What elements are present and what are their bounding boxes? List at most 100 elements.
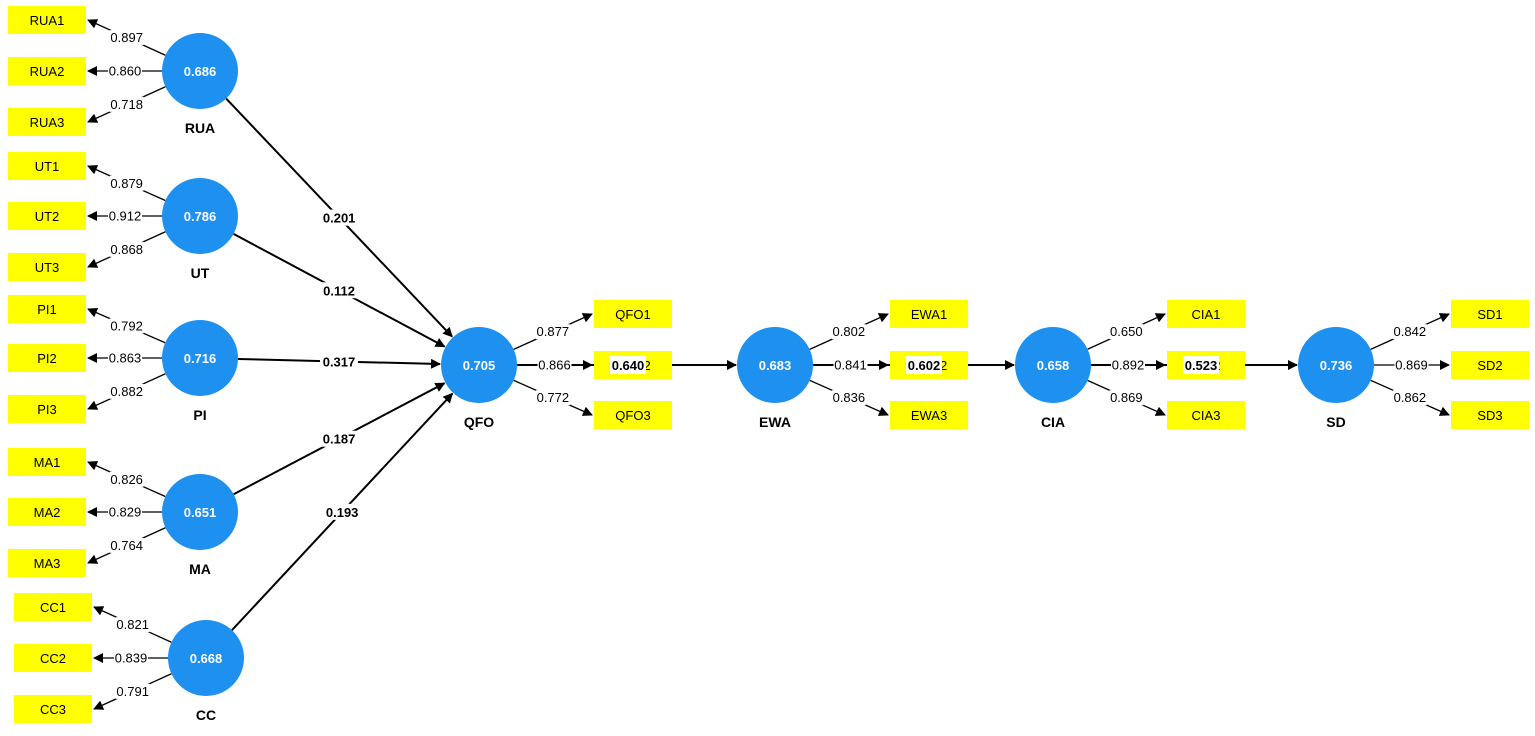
loading-value-ewa1: 0.802	[833, 324, 866, 339]
overlay-bg	[610, 356, 646, 374]
loading-label-bg	[115, 683, 150, 699]
construct-label-ut: UT	[191, 265, 210, 281]
construct-node-sd	[1298, 327, 1374, 403]
loading-label-bg	[108, 504, 142, 520]
loading-label-bg	[108, 63, 142, 79]
loading-label-bg	[109, 96, 144, 112]
indicator-box-rua2	[8, 57, 86, 85]
construct-node-qfo	[441, 327, 517, 403]
loading-label-bg	[831, 390, 866, 406]
loading-value-sd2: 0.869	[1395, 358, 1428, 373]
loading-value-rua1: 0.897	[110, 30, 143, 45]
indicator-label-ut2: UT2	[35, 209, 60, 224]
loading-value-pi3: 0.882	[110, 384, 143, 399]
path-coef-bg	[320, 353, 359, 370]
indicator-box-ut3	[8, 253, 86, 281]
loading-label-bg	[1392, 390, 1427, 406]
loading-value-ma2: 0.829	[109, 505, 142, 520]
indicator-label-ut1: UT1	[35, 159, 60, 174]
loading-value-cc3: 0.791	[116, 684, 149, 699]
indicator-label-sd2: SD2	[1477, 358, 1502, 373]
loading-value-sd1: 0.842	[1394, 324, 1427, 339]
construct-label-ma: MA	[189, 561, 211, 577]
indicator-box-pi3	[8, 395, 86, 423]
loading-value-qfo2: 0.866	[538, 358, 571, 373]
indicator-box-ewa3	[890, 401, 968, 429]
indicator-box-pi2	[8, 344, 86, 372]
loading-label-bg	[115, 617, 150, 633]
indicator-box-ma2	[8, 498, 86, 526]
indicator-box-ma3	[8, 549, 86, 577]
path-coefficient-cc-qfo: 0.193	[326, 505, 359, 520]
indicator-box-rua3	[8, 108, 86, 136]
loading-label-bg	[1109, 390, 1144, 406]
indicator-box-cia3	[1167, 401, 1245, 429]
loading-label-bg	[108, 350, 142, 366]
construct-value-cia: 0.658	[1037, 358, 1070, 373]
indicator-box-ut1	[8, 152, 86, 180]
indicator-label-ewa1: EWA1	[911, 307, 947, 322]
overlay-value-cia2: 0.523	[1185, 358, 1218, 373]
loading-label-bg	[108, 208, 142, 224]
indicator-label-sd3: SD3	[1477, 408, 1502, 423]
loading-label-bg	[114, 650, 148, 666]
loading-value-ut2: 0.912	[109, 209, 142, 224]
loading-value-rua2: 0.860	[109, 64, 142, 79]
indicator-label-cc2: CC2	[40, 651, 66, 666]
indicator-label-qfo1: QFO1	[615, 307, 650, 322]
loading-value-pi1: 0.792	[110, 318, 143, 333]
construct-node-ut	[162, 178, 238, 254]
indicator-box-sd1	[1451, 300, 1529, 328]
path-coefficient-rua-qfo: 0.201	[323, 211, 356, 226]
path-coef-bg	[320, 430, 359, 447]
loading-label-bg	[109, 537, 144, 553]
indicator-box-cia1	[1167, 300, 1245, 328]
loading-value-ma3: 0.764	[110, 538, 143, 553]
construct-label-qfo: QFO	[464, 414, 494, 430]
construct-label-rua: RUA	[185, 120, 215, 136]
loading-label-bg	[1109, 324, 1144, 340]
construct-node-cia	[1015, 327, 1091, 403]
path-coef-bg	[320, 282, 359, 299]
loading-value-ewa3: 0.836	[833, 390, 866, 405]
loading-value-ut3: 0.868	[110, 242, 143, 257]
construct-node-ewa	[737, 327, 813, 403]
loading-label-bg	[535, 390, 570, 406]
indicator-label-ma3: MA3	[34, 556, 61, 571]
indicator-label-rua1: RUA1	[30, 13, 65, 28]
indicator-label-rua3: RUA3	[30, 115, 65, 130]
loading-label-bg	[1394, 357, 1429, 373]
indicator-box-ma1	[8, 448, 86, 476]
path-coef-bg	[320, 209, 359, 226]
loading-label-bg	[109, 30, 144, 46]
indicator-label-cc3: CC3	[40, 702, 66, 717]
path-coef-bg	[323, 503, 362, 520]
loading-label-bg	[109, 175, 144, 191]
loading-value-sd3: 0.862	[1394, 390, 1427, 405]
loading-value-qfo1: 0.877	[537, 324, 570, 339]
indicator-box-pi1	[8, 295, 86, 323]
construct-value-cc: 0.668	[190, 651, 223, 666]
loading-label-bg	[109, 383, 144, 399]
construct-label-sd: SD	[1326, 414, 1345, 430]
loading-label-bg	[537, 357, 572, 373]
loading-value-rua3: 0.718	[110, 97, 143, 112]
overlay-bg	[906, 356, 942, 374]
construct-label-cia: CIA	[1041, 414, 1065, 430]
construct-value-ut: 0.786	[184, 209, 217, 224]
path-coefficient-pi-qfo: 0.317	[323, 354, 356, 369]
loading-label-bg	[1111, 357, 1145, 373]
loading-value-ewa2: 0.841	[834, 358, 867, 373]
loading-value-ma1: 0.826	[110, 472, 143, 487]
indicator-label-pi3: PI3	[37, 402, 57, 417]
loading-label-bg	[109, 471, 144, 487]
construct-value-qfo: 0.705	[463, 358, 496, 373]
indicator-label-pi2: PI2	[37, 351, 57, 366]
loading-label-bg	[833, 357, 868, 373]
indicator-label-pi1: PI1	[37, 302, 57, 317]
construct-label-cc: CC	[196, 707, 216, 723]
loading-value-cia2: 0.892	[1112, 358, 1145, 373]
loading-label-bg	[1392, 324, 1427, 340]
construct-node-rua	[162, 33, 238, 109]
